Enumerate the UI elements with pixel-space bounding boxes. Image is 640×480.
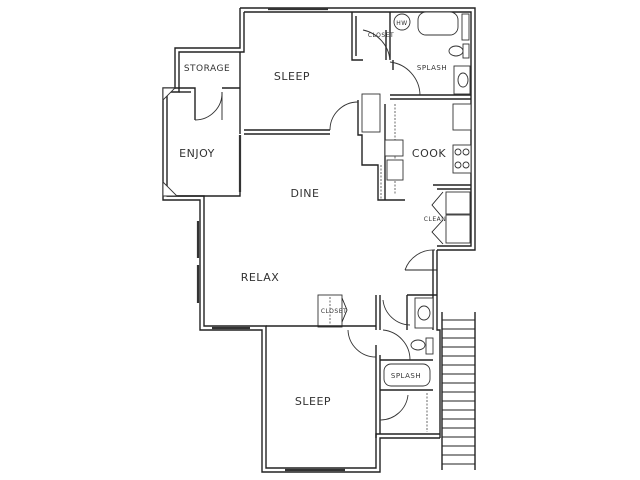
water-heater-label: HW <box>396 20 407 27</box>
room-label-sleep-upper: SLEEP <box>274 70 310 83</box>
doors <box>162 29 444 421</box>
room-label-closet-lower: CLOSET <box>321 308 347 315</box>
exterior-walls <box>162 7 476 473</box>
stairs <box>441 312 476 470</box>
room-label-splash-lower: SPLASH <box>391 372 421 380</box>
room-label-sleep-lower: SLEEP <box>295 395 331 408</box>
room-label-enjoy: ENJOY <box>179 147 215 160</box>
room-label-cook: COOK <box>412 147 446 160</box>
room-label-closet-upper: CLOSET <box>368 32 394 39</box>
room-labels: STORAGE SLEEP ENJOY DINE COOK CLOSET SPL… <box>179 32 447 408</box>
room-label-storage: STORAGE <box>184 64 230 74</box>
fixtures: HW <box>383 11 472 387</box>
room-label-splash-upper: SPLASH <box>417 64 447 72</box>
room-label-clean: CLEAN <box>424 216 446 223</box>
room-label-relax: RELAX <box>241 271 280 284</box>
room-label-dine: DINE <box>291 187 320 200</box>
